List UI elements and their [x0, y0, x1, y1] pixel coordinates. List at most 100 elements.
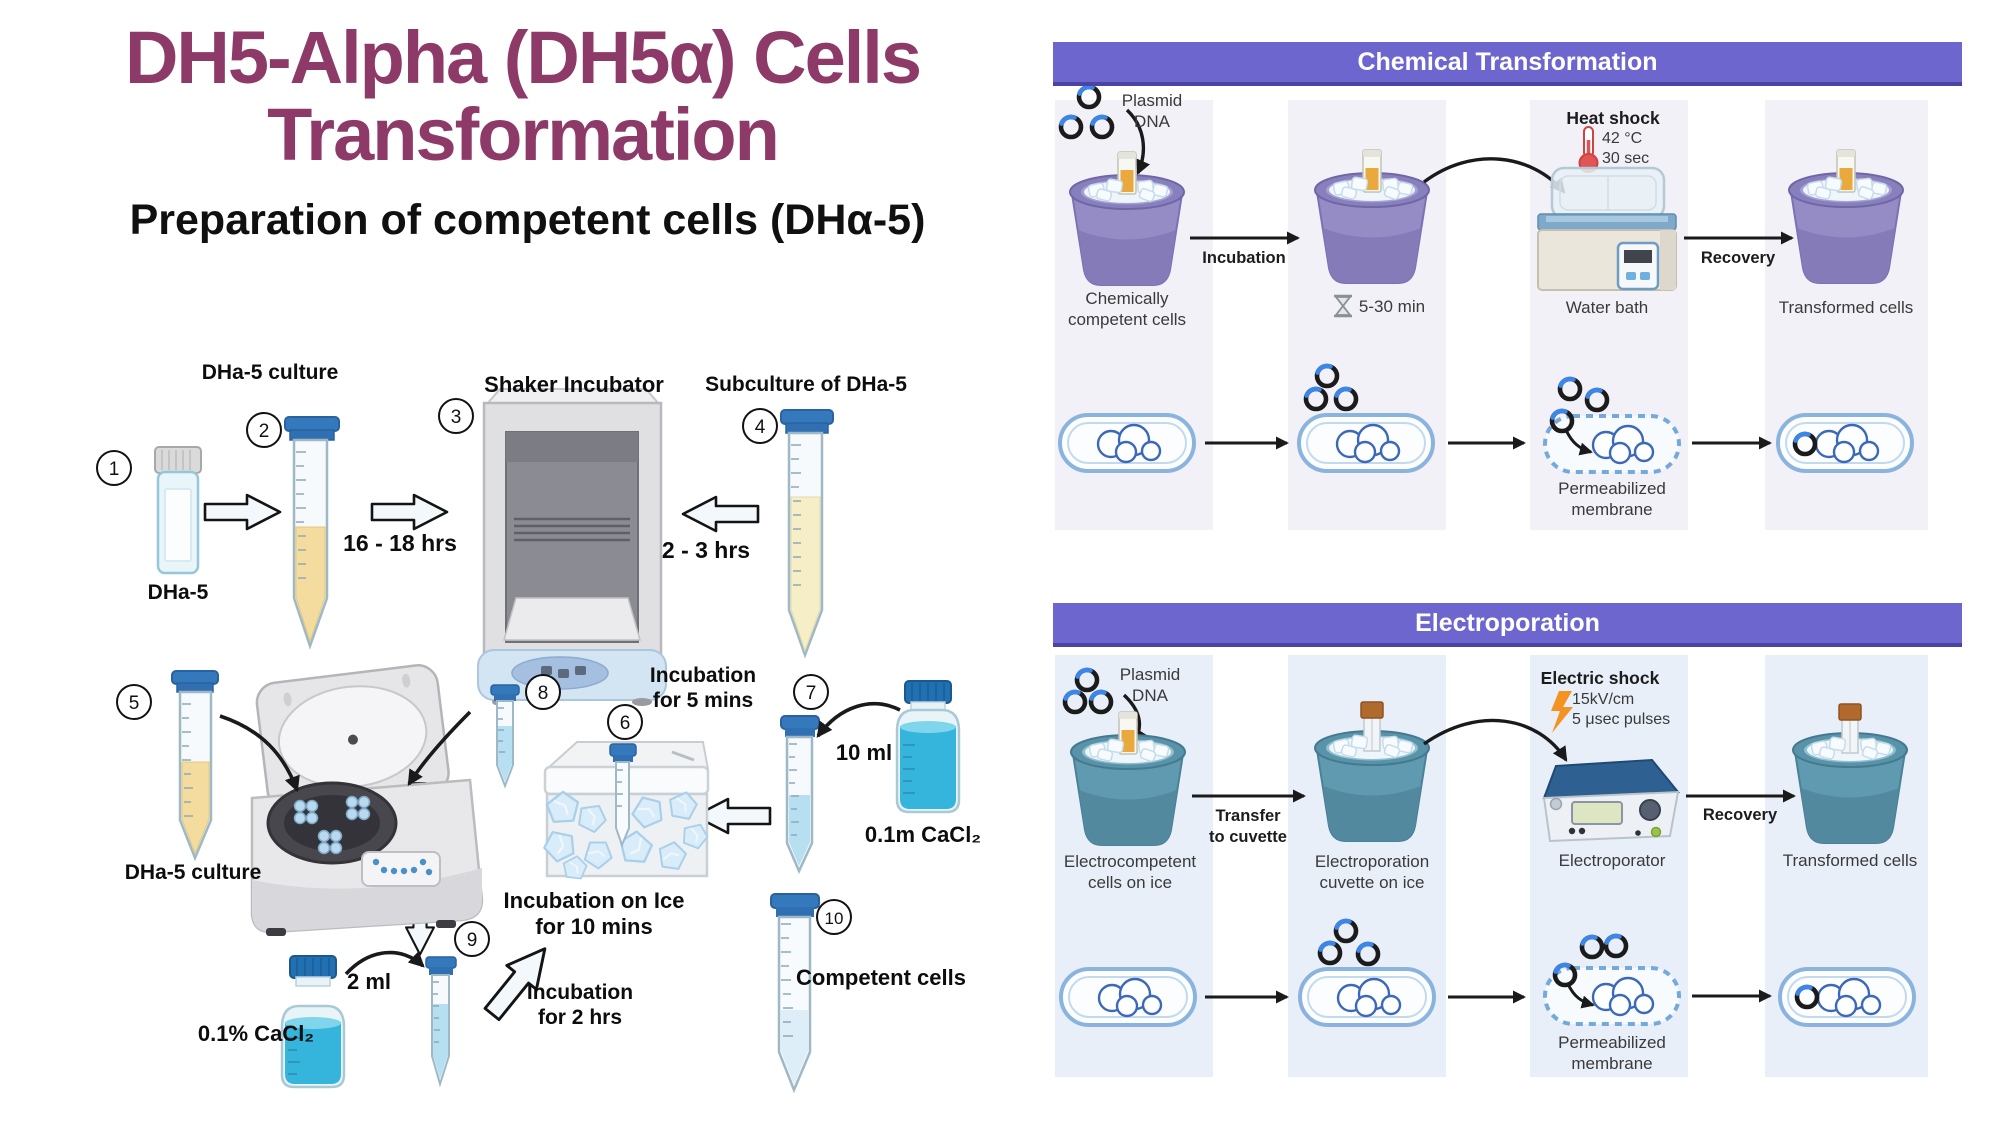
chem-plasmid-label: Plasmid DNA — [1121, 91, 1183, 132]
arrow-step2-3 — [370, 493, 449, 531]
label-subculture: Subculture of DHa-5 — [705, 373, 907, 396]
arrow-tube8-centrifuge — [407, 710, 472, 787]
chem-shock-line1: 42 °C — [1602, 130, 1643, 147]
bacterium-chem-permeabilized — [1543, 414, 1681, 474]
plasmid-icon — [1336, 389, 1356, 409]
step-6: 6 — [607, 704, 643, 740]
bottle-cacl2-01pct-icon — [280, 955, 346, 1089]
plasmid-icon — [1306, 389, 1326, 409]
electro-permeabilized-label: Permeabilized membrane — [1558, 1033, 1666, 1074]
bacterium-electro-2 — [1298, 967, 1436, 1027]
chem-permeabilized-label: Permeabilized membrane — [1558, 479, 1666, 520]
label-cacl2-01m: 0.1m CaCl₂ — [864, 822, 982, 847]
label-culture-bottom: DHa-5 culture — [124, 861, 262, 884]
step-3: 3 — [438, 398, 474, 434]
arrow-cuvette-electroporator — [1423, 718, 1568, 762]
arrow-bottle-tube7 — [816, 702, 901, 738]
label-shaker: Shaker Incubator — [484, 372, 664, 397]
arrow-step4-3 — [681, 495, 760, 533]
plasmid-icon — [1582, 937, 1602, 957]
chem-shock-title: Heat shock — [1566, 108, 1660, 128]
tube-step9-icon — [425, 956, 457, 1088]
electro-shock-line2: 5 μsec pulses — [1572, 711, 1671, 728]
arrow-tube5-centrifuge — [219, 714, 300, 793]
bacterium-chem-transformed — [1776, 413, 1914, 473]
label-incubation-5min: Incubation for 5 mins — [649, 664, 757, 712]
shaker-incubator-icon — [477, 388, 667, 706]
arrow-bucket-waterbath — [1422, 157, 1566, 194]
page-title: DH5-Alpha (DH5α) Cells Transformation — [0, 16, 1045, 176]
thermometer-icon — [1578, 126, 1599, 173]
bucket-chem-incubated — [1314, 149, 1430, 284]
arrow-bottle-tube9 — [344, 950, 425, 976]
tube-subculture-icon — [780, 409, 834, 659]
bucket-chem-transformed — [1788, 149, 1904, 284]
tube-dha5-culture2-icon — [171, 670, 219, 862]
plasmid-icon — [1560, 379, 1580, 399]
step-2: 2 — [246, 412, 282, 448]
tube-step10-icon — [770, 893, 820, 1094]
arrow-step1-2 — [203, 493, 282, 531]
electro-shock-line1: 15kV/cm — [1572, 691, 1635, 708]
tube-step8-icon — [490, 684, 520, 789]
step-8: 8 — [525, 674, 561, 710]
chem-device-label: Water bath — [1565, 298, 1649, 317]
vial-dha5-icon — [154, 446, 202, 575]
plasmid-icon — [1336, 921, 1356, 941]
chem-arrow1-label: Incubation — [1202, 249, 1286, 267]
tube-step7-icon — [780, 715, 820, 875]
chemical-header: Chemical Transformation — [1053, 42, 1962, 86]
step-10: 10 — [816, 899, 852, 935]
step-5: 5 — [116, 684, 152, 720]
arrow-plasmid-bucket-chem — [1125, 108, 1150, 176]
label-time-2-3: 2 - 3 hrs — [661, 537, 751, 563]
bottle-cacl2-01m-icon — [895, 680, 961, 814]
bucket-chem-competent — [1069, 151, 1185, 286]
plasmid-icon — [1317, 366, 1337, 386]
hourglass-icon — [1334, 294, 1352, 318]
chem-arrow2-label: Recovery — [1700, 249, 1776, 267]
electroporation-header: Electroporation — [1053, 603, 1962, 647]
water-bath-icon — [1537, 166, 1677, 291]
label-incubation-2hrs: Incubation for 2 hrs — [526, 981, 634, 1029]
ice-box-icon — [538, 741, 712, 881]
label-time-16-18: 16 - 18 hrs — [343, 530, 457, 556]
title-line1: DH5-Alpha (DH5α) Cells — [124, 16, 922, 99]
bacterium-chem-1 — [1058, 413, 1196, 473]
bacterium-electro-transformed — [1778, 967, 1916, 1027]
step-4: 4 — [742, 408, 778, 444]
electro-col4-label: Transformed cells — [1782, 851, 1918, 870]
bacterium-electro-permeabilized — [1543, 966, 1681, 1026]
label-vial: DHa-5 — [147, 581, 209, 604]
arrow-plasmid-entry-chem — [1564, 429, 1593, 456]
chem-col4-label: Transformed cells — [1778, 298, 1914, 317]
plasmid-icon — [1606, 936, 1626, 956]
label-cacl2-01pct: 0.1% CaCl₂ — [197, 1021, 315, 1046]
electro-shock-title: Electric shock — [1540, 668, 1660, 688]
electro-device-label: Electroporator — [1558, 851, 1666, 870]
plasmid-icon — [1320, 943, 1340, 963]
electro-col1-label: Electrocompetent cells on ice — [1063, 852, 1197, 893]
label-culture-top: DHa-5 culture — [201, 361, 339, 384]
chem-shock-line2: 30 sec — [1602, 150, 1650, 167]
chem-time-label: 5-30 min — [1358, 297, 1426, 316]
bacterium-electro-1 — [1059, 967, 1197, 1027]
page-subtitle: Preparation of competent cells (DHα-5) — [129, 196, 926, 244]
step-1: 1 — [96, 450, 132, 486]
label-10ml: 10 ml — [835, 740, 893, 765]
electro-col2-label: Electroporation cuvette on ice — [1314, 852, 1430, 893]
label-2ml: 2 ml — [346, 969, 392, 994]
plasmid-dna-electro-icon — [1065, 670, 1111, 712]
label-incubation-ice: Incubation on Ice for 10 mins — [503, 888, 685, 939]
bucket-electro-transformed — [1792, 703, 1908, 844]
title-line2: Transformation — [267, 92, 780, 176]
bucket-electro-competent — [1070, 711, 1186, 846]
plasmid-dna-chem-icon — [1061, 87, 1112, 137]
step-9: 9 — [454, 921, 490, 957]
plasmid-icon — [1587, 390, 1607, 410]
tube-dha5-culture-icon — [284, 416, 340, 650]
bacterium-chem-2 — [1297, 413, 1435, 473]
label-competent-cells: Competent cells — [796, 965, 966, 990]
electro-arrow1-label: Transfer to cuvette — [1209, 807, 1287, 847]
